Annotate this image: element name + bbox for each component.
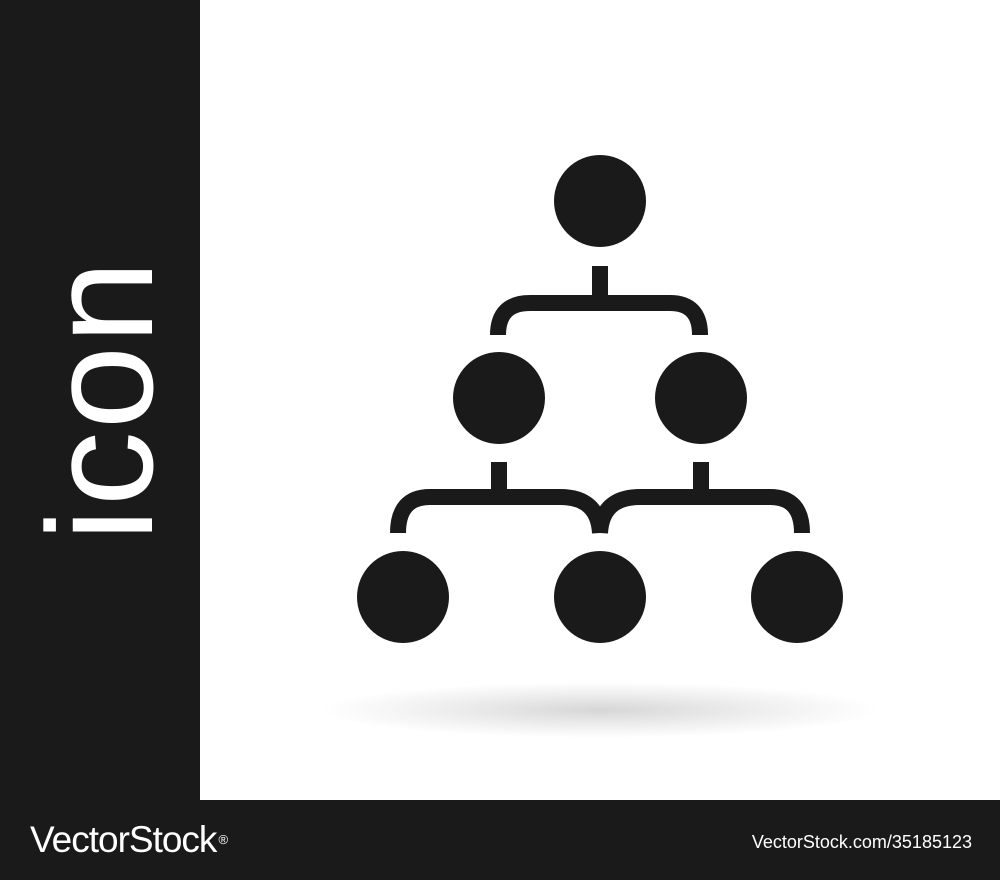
- side-band: icon: [0, 0, 200, 800]
- icon-shadow: [320, 682, 880, 738]
- brand-name: VectorStock: [30, 819, 217, 860]
- hierarchy-icon: [320, 155, 880, 738]
- middle-left-node: [453, 352, 545, 444]
- third-level-right-branch: [592, 489, 810, 534]
- brand-logo: VectorStock®: [30, 820, 228, 860]
- bottom-left-node: [357, 551, 449, 643]
- third-level-left-branch: [390, 489, 608, 534]
- second-level-branch: [490, 295, 708, 336]
- watermark-footer: VectorStock® VectorStock.com/35185123: [0, 800, 1000, 880]
- bottom-center-node: [554, 551, 646, 643]
- middle-right-connector: [693, 462, 709, 494]
- image-id: VectorStock.com/35185123: [751, 832, 972, 852]
- middle-right-node: [655, 352, 747, 444]
- registered-mark: ®: [218, 832, 229, 847]
- bottom-right-node: [751, 551, 843, 643]
- top-node: [554, 155, 646, 247]
- middle-left-connector: [491, 462, 507, 494]
- top-connector: [592, 266, 608, 298]
